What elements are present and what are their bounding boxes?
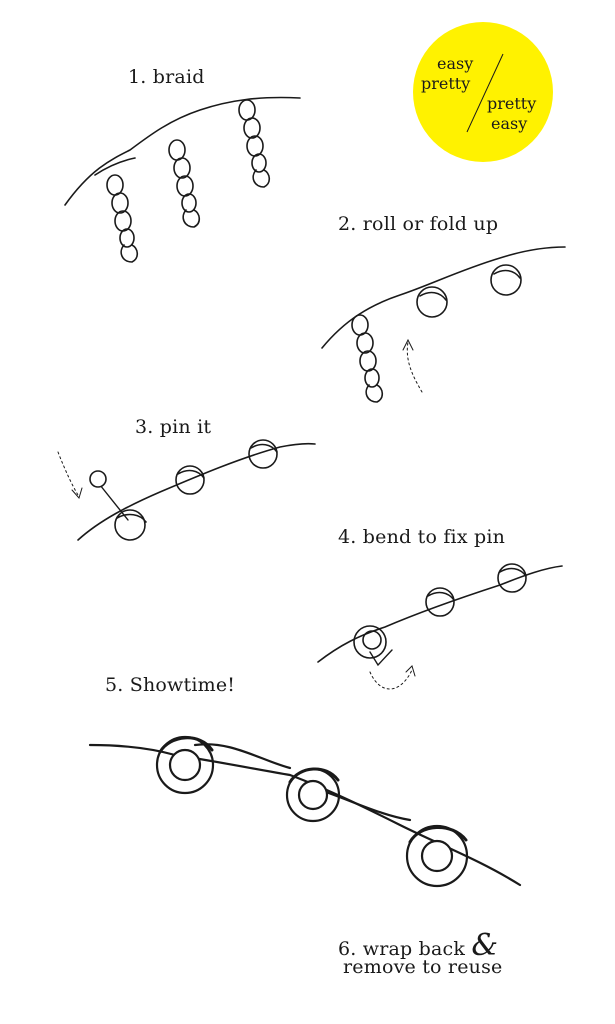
braid-illustration [64, 96, 301, 263]
step-1-label: 1. braid [128, 66, 205, 88]
step-6-label: 6. wrap back & [338, 928, 498, 963]
badge-text-easy-bottom: easy [491, 114, 528, 133]
badge-text-easy-top: easy [437, 54, 474, 73]
step-5-label: 5. Showtime! [105, 674, 236, 696]
ampersand: & [471, 928, 499, 963]
badge-slash-divider [466, 53, 504, 133]
pin-illustration [57, 439, 316, 541]
badge-text-pretty-bottom: pretty [487, 94, 537, 113]
step-6-line1: 6. wrap back [338, 938, 466, 960]
roll-illustration [321, 246, 566, 403]
badge-text-pretty-top: pretty [421, 74, 471, 93]
step-6-line2: remove to reuse [343, 956, 503, 978]
step-2-label: 2. roll or fold up [338, 213, 499, 235]
easy-pretty-badge: easy pretty pretty easy [413, 22, 553, 162]
showtime-illustration [88, 735, 522, 888]
step-3-label: 3. pin it [135, 416, 212, 438]
bend-pin-illustration [317, 563, 563, 690]
step-4-label: 4. bend to fix pin [338, 526, 506, 548]
